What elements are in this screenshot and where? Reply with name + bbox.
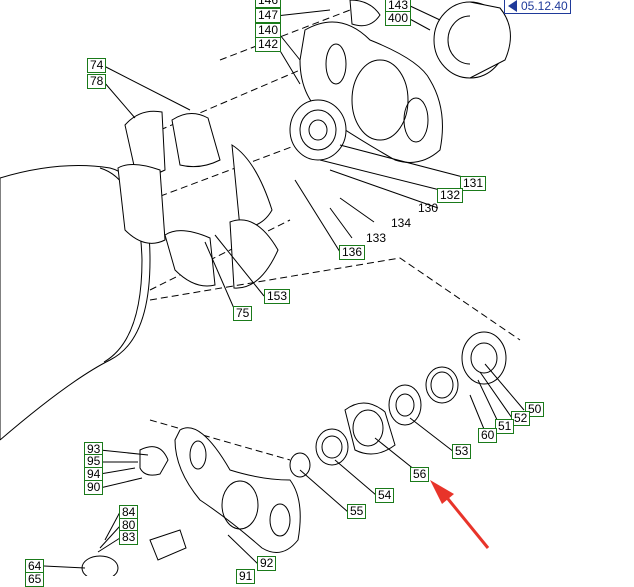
back-arrow-icon[interactable] (508, 0, 517, 12)
callout-130[interactable]: 130 (418, 201, 439, 215)
red-pointer-arrow (430, 480, 490, 549)
lower-left-parts (81, 446, 187, 576)
lower-dashed-outline (149, 257, 521, 461)
callout-74[interactable]: 74 (87, 58, 107, 73)
callout-136[interactable]: 136 (339, 245, 366, 260)
callout-92[interactable]: 92 (257, 556, 277, 571)
callout-142[interactable]: 142 (255, 37, 282, 52)
callout-94[interactable]: 94 (84, 467, 104, 482)
callout-56[interactable]: 56 (410, 467, 430, 482)
upper-hub (289, 99, 347, 161)
callout-83[interactable]: 83 (119, 530, 139, 545)
callout-53[interactable]: 53 (452, 444, 472, 459)
lower-end-plate (174, 427, 301, 553)
callout-140[interactable]: 140 (255, 23, 282, 38)
callout-134[interactable]: 134 (391, 216, 412, 230)
callout-65[interactable]: 65 (25, 572, 45, 587)
callout-55[interactable]: 55 (347, 504, 367, 519)
callout-133[interactable]: 133 (366, 231, 387, 245)
cover-plates (117, 110, 279, 289)
callout-90[interactable]: 90 (84, 480, 104, 495)
callout-75[interactable]: 75 (233, 306, 253, 321)
callout-132[interactable]: 132 (437, 188, 464, 203)
upper-motor (349, 0, 511, 79)
date-stamp-text: 05.12.40 (521, 0, 568, 13)
callout-147[interactable]: 147 (255, 8, 282, 23)
callout-400[interactable]: 400 (385, 11, 412, 26)
callout-78[interactable]: 78 (87, 74, 107, 89)
callout-91[interactable]: 91 (236, 569, 256, 584)
callout-146[interactable]: 146 (255, 0, 282, 8)
callout-131[interactable]: 131 (460, 176, 487, 191)
callout-60[interactable]: 60 (478, 428, 498, 443)
callout-52[interactable]: 52 (511, 411, 531, 426)
lower-bearing-stack (289, 331, 507, 478)
callout-51[interactable]: 51 (495, 419, 515, 434)
date-stamp[interactable]: 05.12.40 (504, 0, 571, 14)
callout-93[interactable]: 93 (84, 442, 104, 457)
callout-153[interactable]: 153 (264, 289, 291, 304)
callout-54[interactable]: 54 (375, 488, 395, 503)
